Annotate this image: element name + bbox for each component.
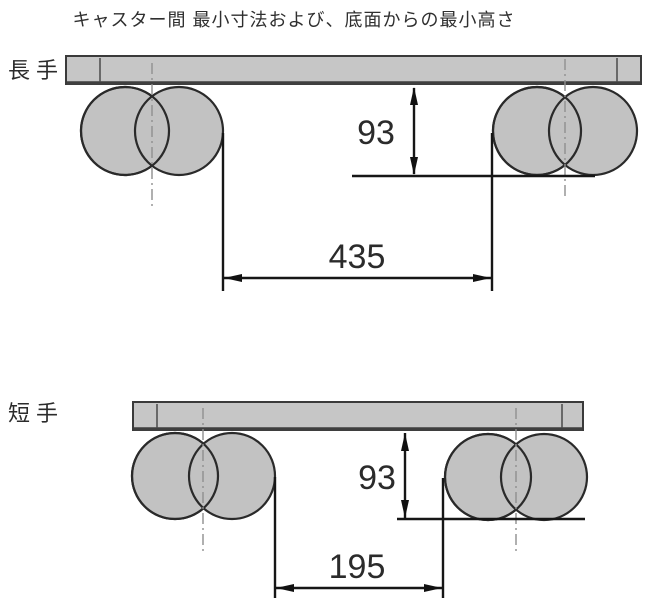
arrowhead-left	[224, 274, 242, 282]
short-side-label: 短手	[8, 401, 64, 426]
short-side-diagram: 93 195 短手	[8, 401, 589, 598]
diagram-title: キャスター間 最小寸法および、底面からの最小高さ	[72, 10, 516, 30]
caster-circle-outline	[130, 431, 220, 521]
span-dimension-value: 195	[329, 548, 386, 586]
height-dimension: 93	[358, 433, 409, 518]
caster-envelope-left	[79, 85, 225, 177]
arrowhead-up	[401, 433, 409, 451]
caster-envelope-right	[491, 85, 639, 177]
arrowhead-down	[410, 157, 418, 175]
height-dimension-value: 93	[357, 114, 395, 152]
height-dimension-value: 93	[358, 459, 396, 497]
long-side-label: 長手	[8, 58, 64, 83]
frame-bar	[65, 55, 642, 85]
caster-circle-outline	[79, 85, 171, 177]
caster-circle	[187, 431, 277, 521]
frame-bar-body	[65, 55, 642, 85]
caster-envelope-left	[130, 431, 277, 521]
long-side-diagram: 93 435 長手	[8, 55, 642, 291]
frame-bar	[132, 401, 584, 431]
arrowhead-down	[401, 500, 409, 518]
frame-bar-body	[132, 401, 584, 431]
height-dimension: 93	[357, 87, 418, 175]
caster-circle	[547, 85, 639, 177]
caster-circle	[499, 432, 589, 522]
arrowhead-right	[424, 584, 442, 592]
caster-circle	[133, 85, 225, 177]
span-dimension-value: 435	[329, 238, 386, 276]
arrowhead-left	[276, 584, 294, 592]
span-dimension: 195	[273, 477, 445, 598]
arrowhead-up	[410, 87, 418, 105]
arrowhead-right	[473, 274, 491, 282]
span-dimension: 435	[221, 133, 494, 291]
